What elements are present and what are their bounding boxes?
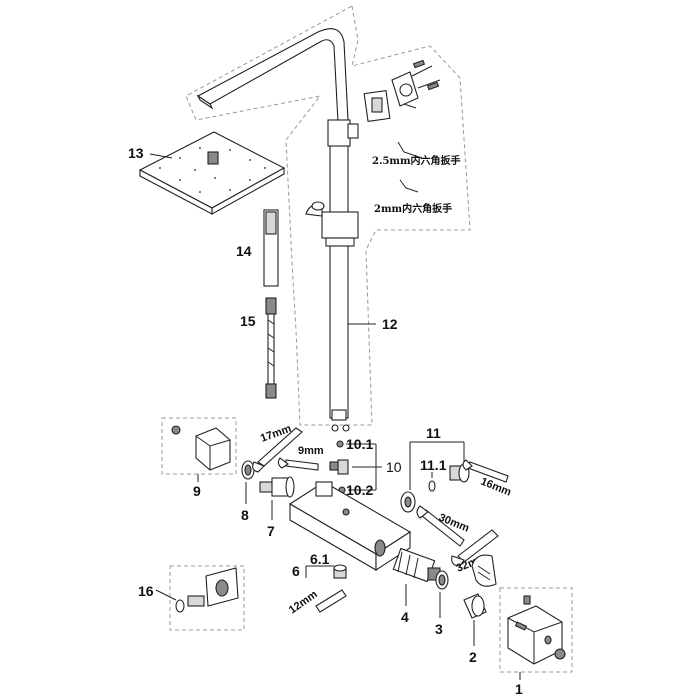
shower-arm (196, 28, 349, 123)
part-11-ring (400, 491, 416, 513)
riser-assembly-outline (185, 5, 471, 426)
label-7: 7 (267, 523, 275, 539)
part-9-kit-box (161, 417, 237, 475)
part-8-ring (241, 460, 255, 480)
wrench-12mm (315, 589, 347, 613)
label-11: 11 (426, 425, 441, 441)
label-8: 8 (241, 507, 249, 523)
part-16-wall-flange (175, 567, 239, 613)
riser-column (327, 119, 359, 432)
label-16: 16 (138, 583, 154, 599)
wrench-30mm (416, 505, 465, 547)
wrench-17mm (252, 427, 303, 473)
part-1-control-knob (507, 595, 566, 665)
tool-9mm-label: 9mm (298, 445, 324, 457)
label-10: 10 (386, 459, 402, 475)
part-9-handle-cap (171, 425, 231, 471)
wall-bracket (363, 59, 441, 123)
part-6-valve-set (333, 564, 347, 579)
label-3: 3 (435, 621, 443, 637)
tool-16mm-label: 16mm (479, 476, 513, 499)
label-11-1: 11.1 (420, 457, 447, 473)
wrench-9mm (277, 457, 319, 471)
label-4: 4 (401, 609, 409, 625)
hand-shower (263, 209, 279, 287)
hex-key-2-5mm-label: 2.5mm内六角扳手 (372, 154, 461, 167)
overhead-shower-head (138, 131, 286, 215)
label-13: 13 (128, 145, 144, 161)
label-9: 9 (193, 483, 201, 499)
shower-hose (265, 297, 277, 399)
part-11-1-clip (428, 480, 436, 492)
label-6: 6 (292, 563, 300, 579)
escutcheon-shell (471, 554, 497, 587)
part-16-kit-box (169, 565, 245, 631)
hex-key-2mm-label: 2mm内六角扳手 (374, 202, 452, 215)
tool-12mm-label: 12mm (287, 588, 320, 616)
part-7-cartridge (259, 476, 295, 498)
label-10-2: 10.2 (346, 482, 373, 498)
label-10-1: 10.1 (346, 436, 373, 452)
label-6-1: 6.1 (310, 551, 330, 567)
label-15: 15 (240, 313, 256, 329)
wrench-32mm (451, 529, 499, 567)
part-2-sleeve (463, 593, 487, 619)
part-11-knob (449, 463, 470, 483)
part-3-ring (435, 570, 449, 590)
part-10-fittings (329, 440, 349, 494)
part-1-kit-box (499, 587, 573, 673)
shower-holder-slider (305, 201, 359, 247)
part-4-thermo-cartridge (392, 547, 441, 583)
label-1: 1 (515, 681, 523, 697)
thermostat-body (288, 481, 412, 572)
wrench-16mm (462, 459, 509, 483)
label-14: 14 (236, 243, 252, 259)
label-2: 2 (469, 649, 477, 665)
label-12: 12 (382, 316, 398, 332)
hex-key-tools (397, 141, 423, 193)
